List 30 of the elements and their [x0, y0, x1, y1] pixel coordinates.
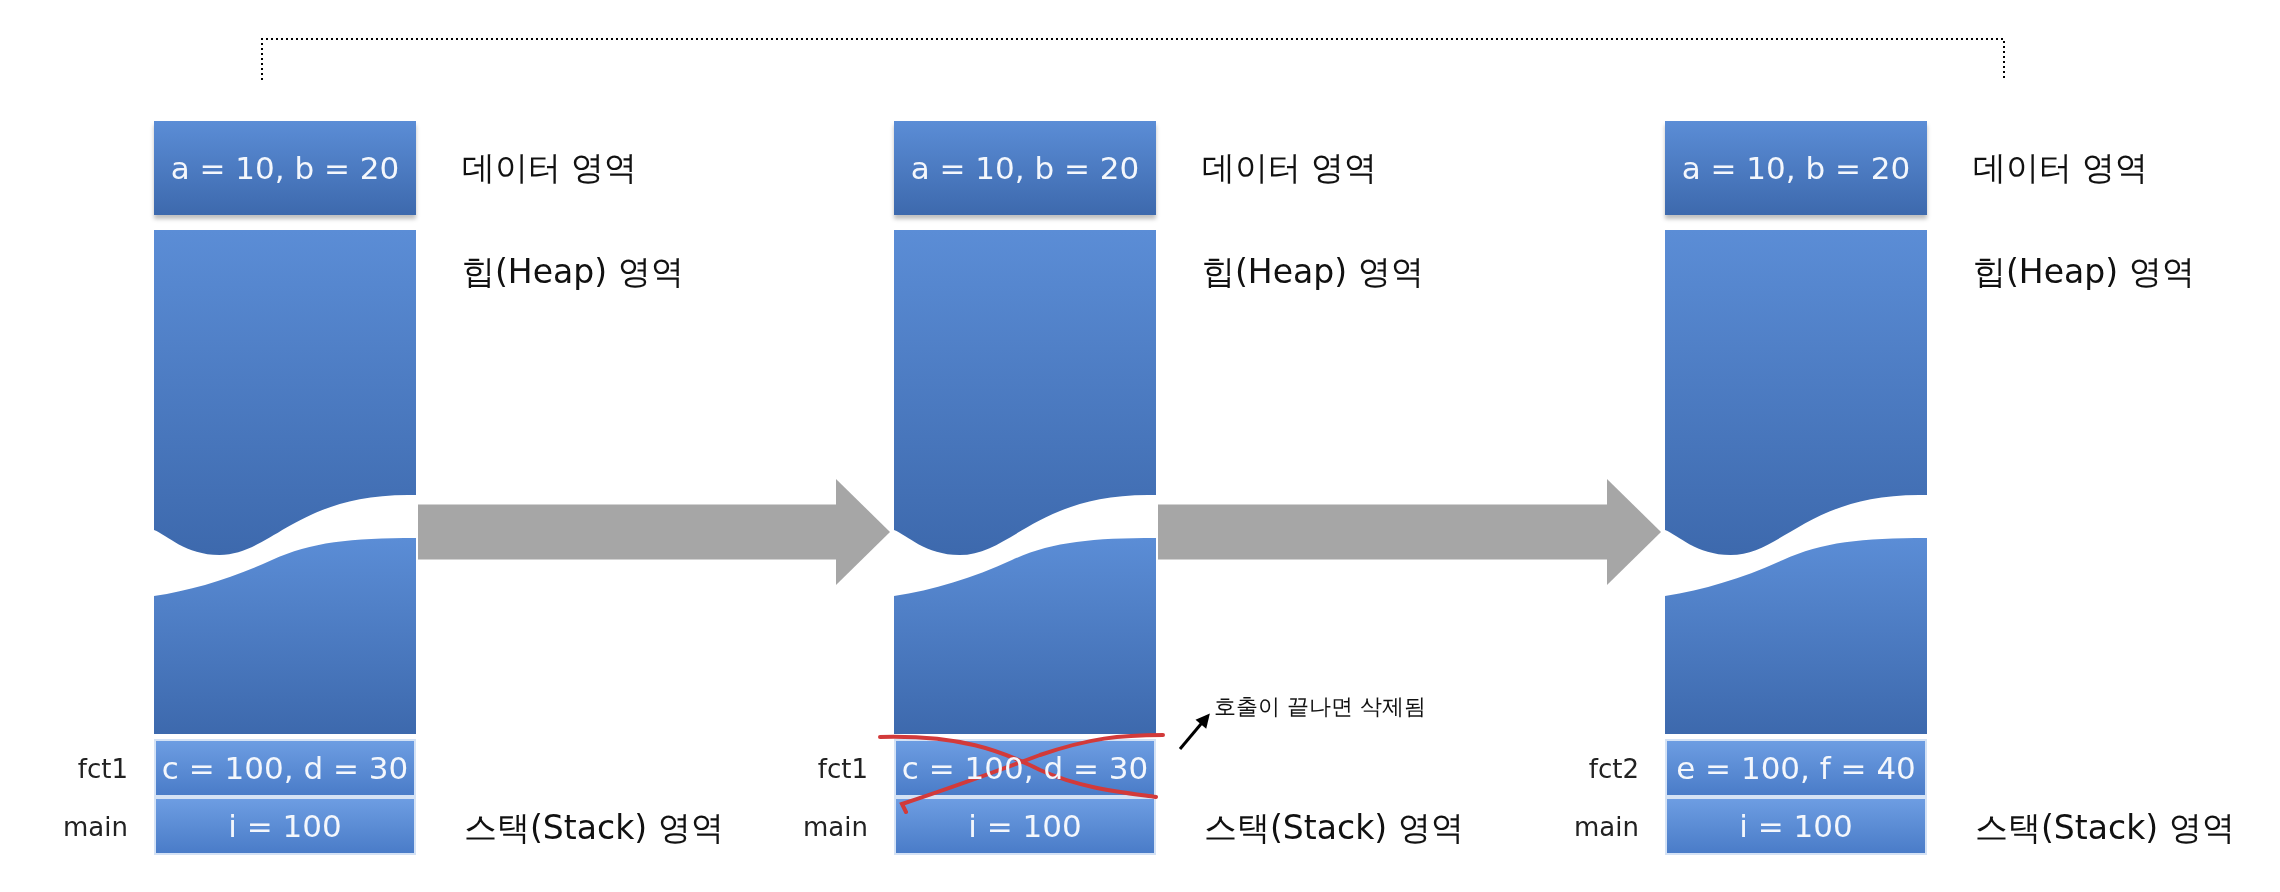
area-label: 힙(Heap) 영역 — [1973, 251, 2195, 293]
area-label: 스택(Stack) 영역 — [464, 807, 724, 849]
heap-block — [1665, 538, 1927, 734]
block-arrow — [418, 479, 890, 585]
block-label: i = 100 — [228, 808, 342, 844]
area-label: 데이터 영역 — [1973, 147, 2149, 189]
block-label: i = 100 — [1739, 808, 1853, 844]
leader-arrow — [1178, 713, 1210, 750]
block-label: e = 100, f = 40 — [1676, 750, 1916, 786]
heap-block — [154, 538, 416, 734]
frame-label: fct1 — [77, 754, 128, 784]
frame-label: fct2 — [1588, 754, 1639, 784]
block-label: c = 100, d = 30 — [161, 750, 409, 786]
block-label: i = 100 — [968, 808, 1082, 844]
area-label: 스택(Stack) 영역 — [1975, 807, 2235, 849]
area-label: 데이터 영역 — [1202, 147, 1378, 189]
area-label: 힙(Heap) 영역 — [462, 251, 684, 293]
block-label: a = 10, b = 20 — [1681, 150, 1911, 186]
area-label: 스택(Stack) 영역 — [1204, 807, 1464, 849]
frame-label: main — [63, 812, 128, 842]
note-text: 호출이 끝나면 삭제됨 — [1214, 692, 1464, 724]
block-arrow — [1158, 479, 1661, 585]
block-label: a = 10, b = 20 — [910, 150, 1140, 186]
area-label: 데이터 영역 — [462, 147, 638, 189]
heap-block — [894, 538, 1156, 734]
frame-label: main — [803, 812, 868, 842]
frame-label: fct1 — [817, 754, 868, 784]
area-label: 힙(Heap) 영역 — [1202, 251, 1424, 293]
frame-label: main — [1574, 812, 1639, 842]
block-label: a = 10, b = 20 — [170, 150, 400, 186]
